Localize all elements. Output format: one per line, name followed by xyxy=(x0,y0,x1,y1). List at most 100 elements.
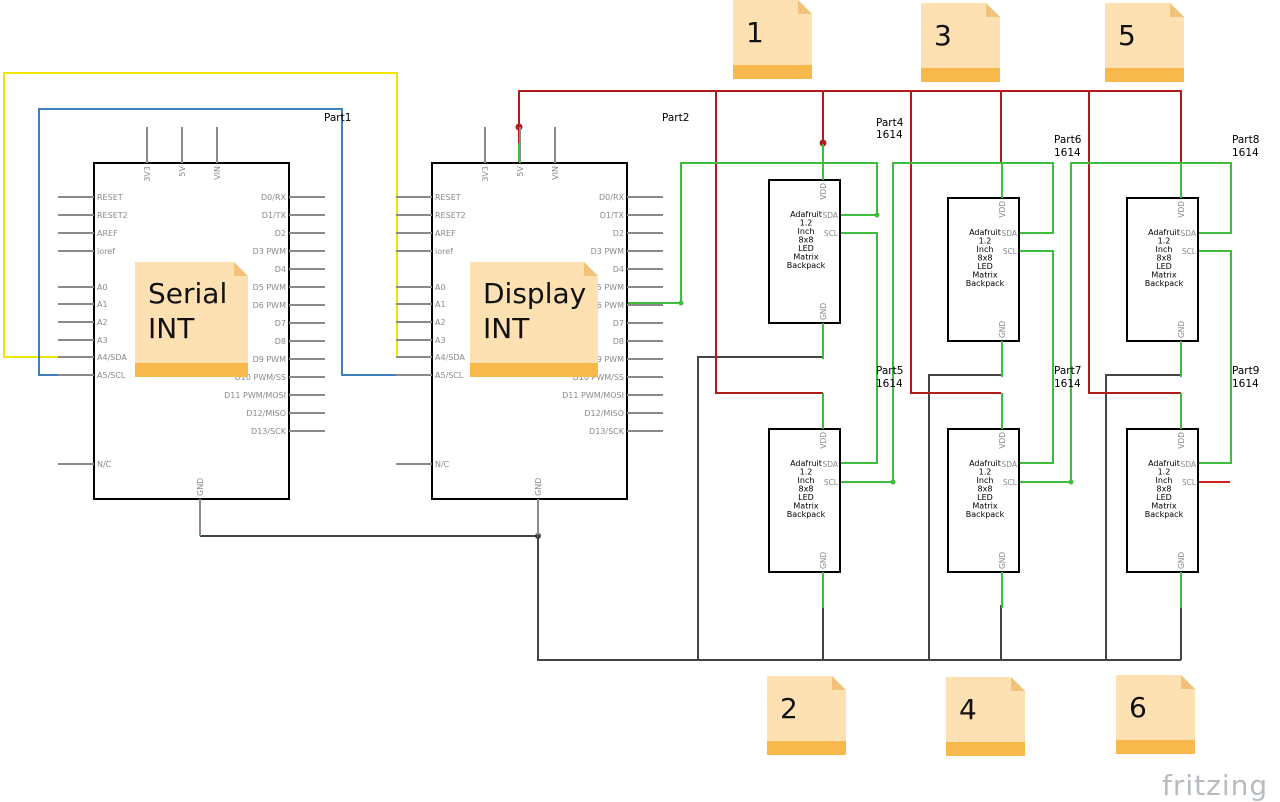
note-number: 6 xyxy=(1129,691,1147,724)
pin-label: A4/SDA xyxy=(97,353,127,362)
led-matrix-module[interactable]: VDDGNDSDASCLAdafruit1.2Inch8x8LEDMatrixB… xyxy=(1126,393,1199,608)
note-body xyxy=(921,3,1000,82)
note-band xyxy=(470,363,598,377)
numbered-note[interactable]: 6 xyxy=(1116,675,1195,754)
wire-5v-drop-4[interactable] xyxy=(910,91,1001,394)
note-band xyxy=(946,742,1025,756)
wire-green-sda-link[interactable] xyxy=(840,162,1054,483)
pin-label: SCL xyxy=(1182,478,1197,487)
pin-label: A3 xyxy=(435,336,446,345)
module-text: Matrix xyxy=(793,253,818,262)
module-text: 8x8 xyxy=(978,485,993,494)
module-text: Backpack xyxy=(966,279,1005,288)
part-label: Part1 xyxy=(324,112,351,124)
module-text: 1.2 xyxy=(979,468,992,477)
part-code: 1614 xyxy=(876,378,903,390)
pin-label: A3 xyxy=(97,336,108,345)
pin-label: D13/SCK xyxy=(251,427,287,436)
pin-label: VIN xyxy=(551,166,560,180)
board-note-display[interactable]: Display INT xyxy=(470,262,598,377)
pin-label: GND xyxy=(1177,552,1186,569)
module-text: Matrix xyxy=(972,502,997,511)
pin-label: D10 PWM/SS xyxy=(573,373,624,382)
numbered-note[interactable]: 4 xyxy=(946,677,1025,756)
led-matrix-module[interactable]: VDDGNDSDASCLAdafruit1.2Inch8x8LEDMatrixB… xyxy=(947,162,1020,377)
pin-label: D4 xyxy=(275,265,286,274)
module-text: LED xyxy=(1156,493,1172,502)
pin-label: VDD xyxy=(1177,201,1186,218)
note-body xyxy=(946,677,1025,756)
pin-label: D5 PWM xyxy=(253,283,287,292)
module-text: Matrix xyxy=(1151,271,1176,280)
numbered-note[interactable]: 2 xyxy=(767,676,846,755)
pin-label: 5V xyxy=(178,165,187,176)
pin-label: GND xyxy=(998,321,1007,338)
pin-label: N/C xyxy=(435,460,450,469)
wire-5v-bus[interactable] xyxy=(518,90,1182,165)
note-fold xyxy=(1181,675,1195,689)
wire-green-scl-5[interactable] xyxy=(1197,250,1232,464)
led-matrix-module[interactable]: VDDGNDSDASCLAdafruit1.2Inch8x8LEDMatrixB… xyxy=(1126,162,1199,377)
note-band xyxy=(1116,740,1195,754)
module-text: Backpack xyxy=(1145,510,1184,519)
part-label: Part5 xyxy=(876,365,903,377)
wire-green-scl-3[interactable] xyxy=(1018,250,1054,464)
note-text: INT xyxy=(148,312,195,345)
module-text: Inch xyxy=(798,227,815,236)
note-body xyxy=(135,262,248,377)
note-fold xyxy=(234,262,248,276)
pin-label: GND xyxy=(819,303,828,320)
note-number: 4 xyxy=(959,693,977,726)
pin-label: SDA xyxy=(1180,229,1196,238)
led-matrix-module[interactable]: VDDGNDSDASCLAdafruit1.2Inch8x8LEDMatrixB… xyxy=(947,393,1020,608)
wire-5v-drop-2[interactable] xyxy=(715,91,823,394)
part-code: 1614 xyxy=(876,129,903,141)
module-text: 8x8 xyxy=(799,485,814,494)
note-fold xyxy=(798,0,812,14)
pin-label: D6 PWM xyxy=(591,301,625,310)
module-text: 1.2 xyxy=(1158,237,1171,246)
pin-label: A2 xyxy=(97,318,108,327)
wire-green-scl-1[interactable] xyxy=(840,232,878,464)
pin-label: D13/SCK xyxy=(589,427,625,436)
numbered-note[interactable]: 5 xyxy=(1105,3,1184,82)
numbered-note[interactable]: 1 xyxy=(733,0,812,79)
module-outline xyxy=(768,179,841,324)
pin-label: D11 PWM/MOSI xyxy=(562,391,624,400)
pin-label: D3 PWM xyxy=(591,247,625,256)
pin-label: VDD xyxy=(998,201,1007,218)
wire-blue-scl[interactable] xyxy=(38,108,397,376)
part-label: Part6 xyxy=(1054,134,1082,146)
wire-green-d5[interactable] xyxy=(628,162,878,304)
note-body xyxy=(470,262,598,377)
pin-label: A1 xyxy=(97,300,108,309)
pin-label: VDD xyxy=(1177,432,1186,449)
note-text: Display xyxy=(483,277,586,310)
wire-green-sda-link-2[interactable] xyxy=(1018,162,1232,483)
pin-label: D7 xyxy=(275,319,286,328)
part-label: Part8 xyxy=(1232,134,1259,146)
pin-label: D1/TX xyxy=(262,211,287,220)
fritzing-logo: fritzing xyxy=(1162,769,1268,802)
note-fold xyxy=(986,3,1000,17)
pin-label: A0 xyxy=(435,283,446,292)
numbered-note[interactable]: 3 xyxy=(921,3,1000,82)
led-matrix-module[interactable]: VDDGNDSDASCLAdafruit1.2Inch8x8LEDMatrixB… xyxy=(768,393,841,608)
board-note-serial[interactable]: Serial INT xyxy=(135,262,248,377)
module-text: 8x8 xyxy=(1157,485,1172,494)
wire-ground-a[interactable] xyxy=(697,356,823,660)
pin-label: AREF xyxy=(435,229,456,238)
note-number: 5 xyxy=(1118,19,1136,52)
part-code: 1614 xyxy=(1054,147,1081,159)
wire-ground-bus[interactable] xyxy=(200,535,1181,661)
pin-label: ioref xyxy=(435,247,453,256)
pin-label: RESET2 xyxy=(435,211,466,220)
wire-ground-b[interactable] xyxy=(928,374,1001,660)
led-matrix-module[interactable]: VDDGNDSDASCLAdafruit1.2Inch8x8LEDMatrixB… xyxy=(768,144,841,359)
part-code: 1614 xyxy=(1232,378,1259,390)
wire-ground-c[interactable] xyxy=(1105,374,1181,660)
note-body xyxy=(733,0,812,79)
pin-label: 5V xyxy=(516,165,525,176)
wire-5v-drop-6[interactable] xyxy=(1088,91,1181,394)
note-number: 1 xyxy=(746,16,764,49)
